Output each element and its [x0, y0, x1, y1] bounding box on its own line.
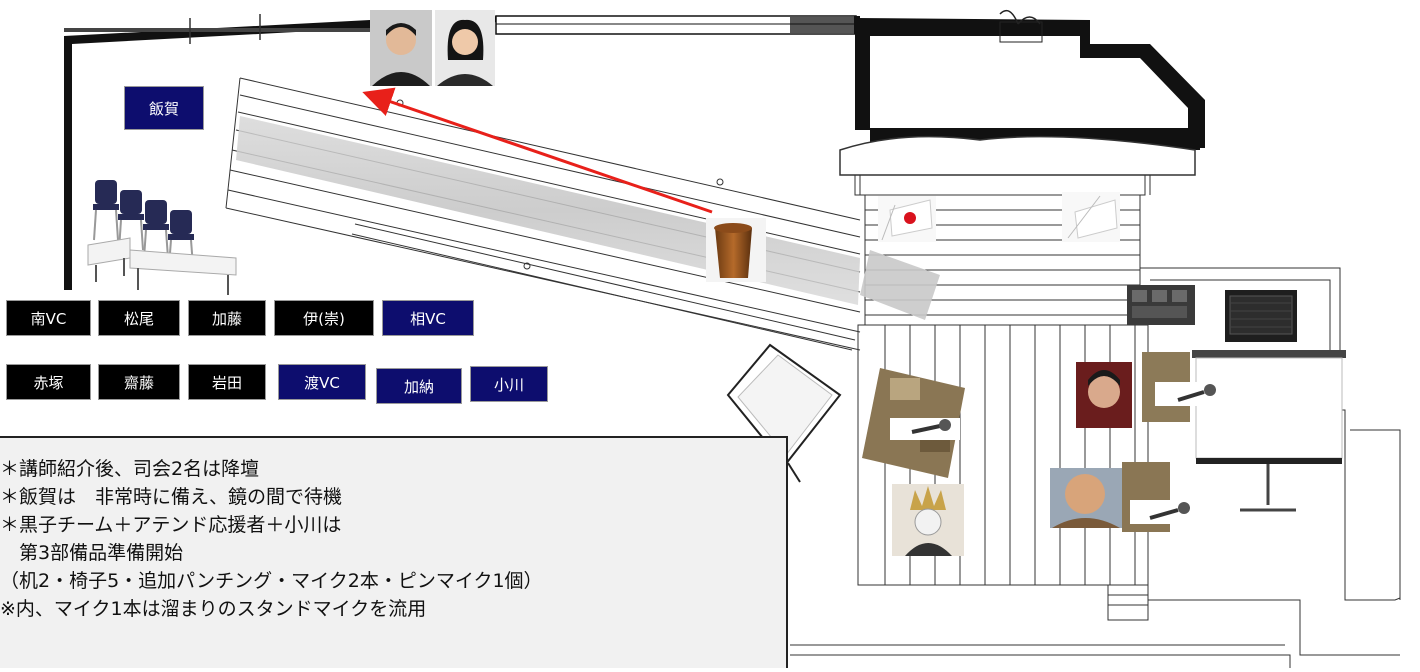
tag-iiga: 飯賀	[124, 86, 204, 130]
chairs-and-tables	[87, 180, 237, 295]
instruction-notes: ＊講師紹介後、司会2名は降壇 ＊飯賀は 非常時に備え、鏡の間で待機 ＊黒子チーム…	[0, 436, 788, 668]
chair-icon	[93, 180, 119, 241]
mic-icon	[890, 418, 960, 440]
left-room-walls	[64, 14, 370, 290]
right-room-walls	[855, 9, 1205, 150]
tag-row1-3: 加藤	[188, 300, 266, 336]
flag-japan-icon	[878, 196, 936, 242]
runway-cloth-end	[860, 250, 940, 320]
table-icon	[129, 249, 237, 295]
note-line-6: ※内、マイク1本は溜まりのスタンドマイクを流用	[0, 598, 427, 620]
tag-row1-2: 松尾	[98, 300, 180, 336]
note-line-5: （机2・椅子5・追加パンチング・マイク2本・ピンマイク1個）	[0, 570, 543, 592]
tag-row2-6: 小川	[470, 366, 548, 402]
tag-row1-5: 相VC	[382, 300, 474, 336]
chair-icon	[143, 200, 169, 259]
move-arrow	[362, 87, 713, 214]
tag-row2-1: 赤塚	[6, 364, 91, 400]
performer-photo-1	[1076, 362, 1132, 428]
projector-screen-icon	[1192, 350, 1346, 512]
mic-icon	[1155, 382, 1233, 406]
table-icon	[87, 237, 131, 282]
mic-icon	[1130, 500, 1208, 524]
performer-photo-3	[892, 484, 964, 556]
note-line-4: 第3部備品準備開始	[0, 542, 184, 564]
note-line-3: ＊黒子チーム＋アテンド応援者＋小川は	[0, 514, 342, 536]
tag-row2-4: 渡VC	[278, 364, 366, 400]
emcee-photo-male	[370, 10, 432, 86]
podium-icon	[706, 218, 766, 282]
tag-row2-5: 加納	[376, 368, 462, 404]
tag-row2-3: 岩田	[188, 364, 266, 400]
note-line-1: ＊講師紹介後、司会2名は降壇	[0, 458, 260, 480]
upper-wall	[435, 15, 860, 60]
note-line-2: ＊飯賀は 非常時に備え、鏡の間で待機	[0, 486, 343, 508]
stage-arch	[839, 135, 1196, 196]
tag-row2-2: 齋藤	[98, 364, 180, 400]
performer-photo-2	[1050, 468, 1122, 528]
tag-row1-4: 伊(崇)	[274, 300, 374, 336]
amplifier-icon	[1225, 290, 1297, 342]
tag-row1-1: 南VC	[6, 300, 91, 336]
amplifier-icon	[1127, 285, 1195, 325]
emcee-photo-female	[435, 10, 495, 86]
flag-jdt-icon	[1062, 192, 1120, 242]
runway-cloth	[236, 116, 860, 305]
